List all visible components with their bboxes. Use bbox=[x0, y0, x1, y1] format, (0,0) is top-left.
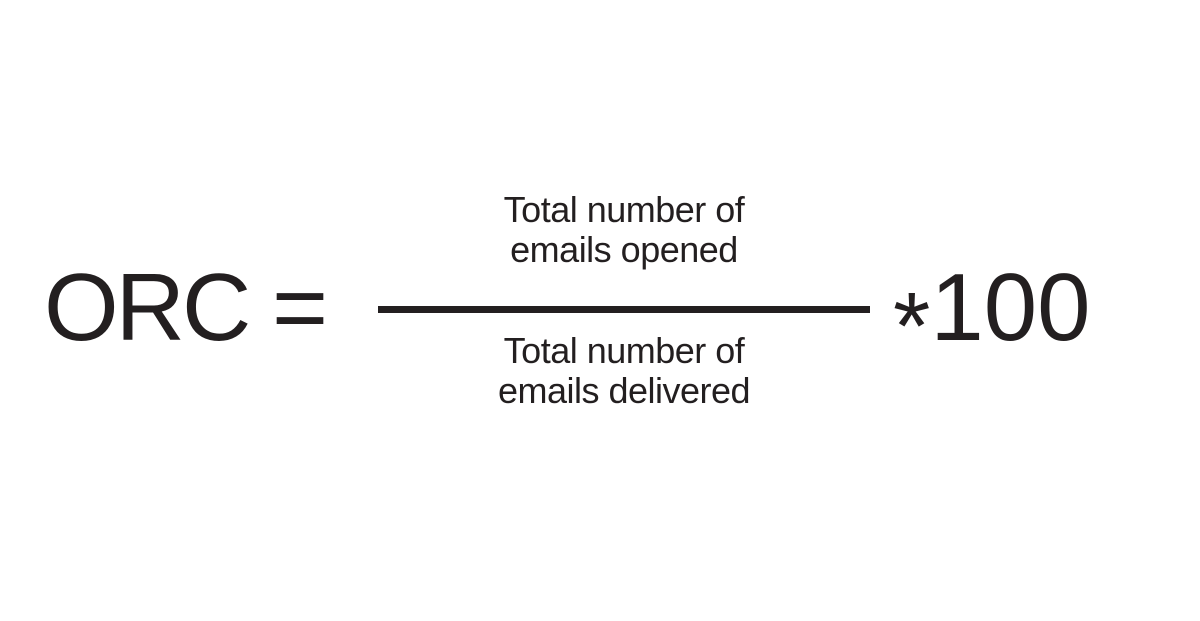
fraction-denominator: Total number of emails delivered bbox=[378, 331, 870, 411]
fraction-numerator: Total number of emails opened bbox=[378, 190, 870, 270]
denominator-line-1: Total number of bbox=[503, 330, 745, 371]
numerator-line-2: emails opened bbox=[510, 229, 738, 270]
numerator-line-1: Total number of bbox=[503, 189, 745, 230]
multiplier: *100 bbox=[893, 260, 1091, 375]
formula-lhs: ORC = bbox=[44, 254, 328, 361]
multiply-asterisk: * bbox=[893, 273, 931, 381]
multiplicand-100: 100 bbox=[930, 254, 1091, 361]
fraction-bar bbox=[378, 306, 870, 313]
denominator-line-2: emails delivered bbox=[497, 370, 751, 411]
fraction: Total number of emails opened Total numb… bbox=[378, 190, 870, 411]
